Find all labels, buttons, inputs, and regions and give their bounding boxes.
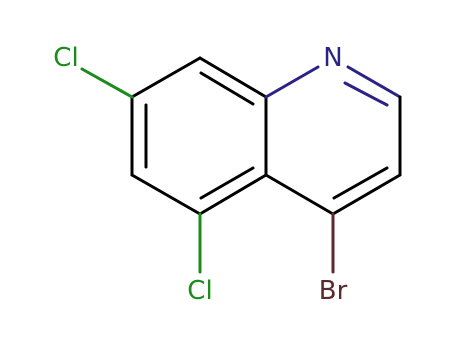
bond-c8-c8a-inner: [199, 71, 255, 106]
bond-c5-c4a: [198, 173, 268, 216]
bond-c8a-n1: [264, 65, 320, 99]
bond-c8-c8a: [198, 56, 268, 99]
bond-c7-cl: [80, 67, 134, 99]
bond-c8-c7: [130, 56, 202, 99]
atom-label-chlorine-5: Cl: [187, 276, 212, 306]
atom-label-nitrogen: N: [323, 43, 342, 73]
bond-c6-c5: [130, 173, 202, 216]
bond-c4-c4a: [264, 173, 335, 216]
bond-c5-c4a-inner: [199, 166, 255, 200]
atom-label-chlorine-7: Cl: [53, 43, 78, 73]
bond-n1-c2-inner: [343, 81, 389, 107]
bond-c3-c4: [331, 173, 402, 216]
bond-c3-c4-inner: [332, 166, 389, 200]
atom-label-bromine: Br: [319, 276, 348, 306]
bond-n1-c2: [346, 65, 402, 99]
